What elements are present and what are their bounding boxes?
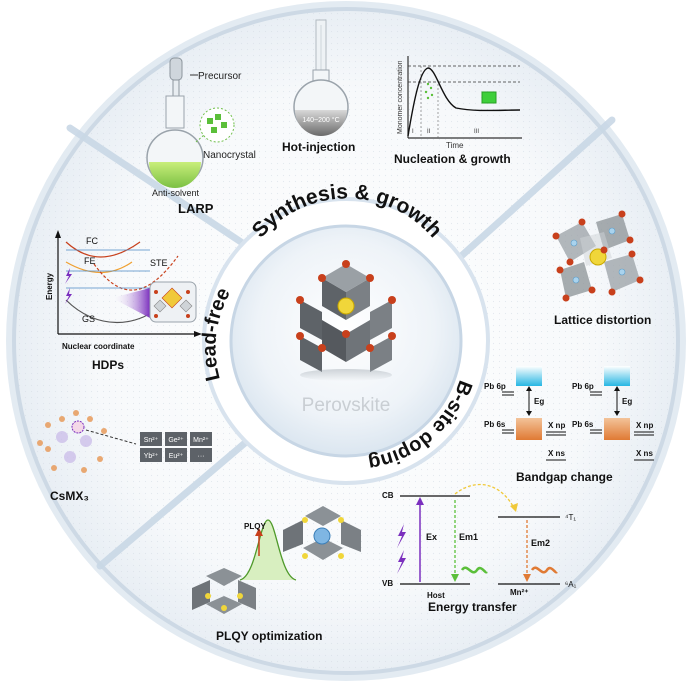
csmx3-panel: Sn²⁺ Ge²⁺ Mn²⁺ Yb²⁺ Eu²⁺ ··· CsMX₃ [37, 410, 212, 503]
ion-cell: Ge²⁺ [168, 437, 184, 444]
nanocrystal-icon [195, 107, 235, 143]
energy-cb: CB [382, 491, 394, 500]
sector-dividers [66, 116, 616, 570]
bandgap-right-vb [604, 418, 630, 440]
hdp-octahedra-icon [149, 281, 197, 323]
energy-mn: Mn²⁺ [510, 588, 528, 597]
lattice-title: Lattice distortion [554, 313, 651, 327]
hdps-title: HDPs [92, 358, 124, 372]
ion-cell: Eu²⁺ [169, 453, 184, 460]
lattice-panel: Lattice distortion [552, 210, 651, 327]
nucleation-stage2: II [427, 129, 431, 135]
ion-cell: Sn²⁺ [144, 437, 159, 444]
nucleation-stage1: I [412, 129, 414, 135]
grown-crystal-icon [481, 91, 497, 104]
hdps-fc: FC [86, 236, 98, 246]
flask-icon [146, 95, 204, 188]
round-flask-icon [293, 69, 349, 136]
lightning-icon [65, 268, 72, 304]
ion-cell: Yb²⁺ [144, 453, 159, 460]
bandgap-left-vb [516, 418, 542, 440]
plqy-crystal-large-icon [283, 506, 361, 560]
nucleation-xlabel: Time [446, 141, 464, 150]
plqy-title: PLQY optimization [216, 629, 322, 643]
ion-grid: Sn²⁺ Ge²⁺ Mn²⁺ Yb²⁺ Eu²⁺ ··· [140, 432, 212, 462]
nucleation-title: Nucleation & growth [394, 152, 511, 166]
larp-precursor-label: Precursor [198, 71, 242, 82]
nucleation-ylabel: Monomer concentration [397, 60, 404, 134]
bandgap-right-xns: X ns [636, 449, 653, 458]
distorted-lattice-icon [552, 210, 644, 302]
bandgap-panel: Pb 6p Pb 6s Eg X np X ns Pb 6p Pb 6s Eg … [484, 366, 654, 484]
hdps-ylabel: Energy [45, 272, 54, 300]
hdps-xlabel: Nuclear coordinate [62, 342, 135, 351]
hdps-fe: FE [84, 256, 96, 266]
hot-injection-title: Hot-injection [282, 140, 355, 154]
larp-antisolvent-label: Anti-solvent [152, 188, 200, 198]
bandgap-left-eg: Eg [534, 397, 544, 406]
hdps-gs: GS [82, 314, 95, 324]
csmx3-lattice-icon [37, 410, 137, 473]
csmx3-title: CsMX₃ [50, 489, 89, 503]
perovskite-crystal-icon [296, 260, 396, 381]
larp-nanocrystal-label: Nanocrystal [203, 150, 256, 161]
bandgap-left-xns: X ns [548, 449, 565, 458]
hot-injection-temperature: 140~200 °C [302, 116, 339, 124]
plqy-panel: PLQY PLQY optimization [192, 506, 361, 643]
bandgap-left-top: Pb 6p [484, 382, 506, 391]
energy-transfer-panel: CB VB Ex Em1 Em2 ⁴T₁ ⁶A₁ Host Mn²⁺ Energ… [382, 484, 577, 614]
hdps-ste: STE [150, 258, 168, 268]
larp-panel: Precursor Nanocrystal Anti-solvent LARP [146, 57, 256, 216]
energy-a1: ⁶A₁ [565, 580, 577, 589]
ion-cell: ··· [198, 453, 205, 460]
bandgap-right-eg: Eg [622, 397, 632, 406]
bandgap-left-cb [516, 366, 542, 386]
bandgap-right-cb [604, 366, 630, 386]
energy-vb: VB [382, 579, 393, 588]
larp-title: LARP [178, 201, 214, 216]
bandgap-title: Bandgap change [516, 470, 613, 484]
nucleation-panel: Monomer concentration Time I II III Nucl… [394, 56, 522, 166]
bandgap-left-xnp: X np [548, 421, 565, 430]
nucleation-stage3: III [474, 129, 479, 135]
energy-em1: Em1 [459, 532, 478, 542]
hdps-panel: FC FE STE GS Energy Nuclear coordinate H… [45, 230, 202, 372]
nuclei-dots [424, 82, 434, 100]
energy-t1: ⁴T₁ [565, 513, 576, 522]
energy-title: Energy transfer [428, 600, 517, 614]
energy-em2: Em2 [531, 538, 550, 548]
ion-cell: Mn²⁺ [193, 437, 209, 444]
energy-ex: Ex [426, 532, 437, 542]
bandgap-left-bottom: Pb 6s [484, 420, 506, 429]
plqy-label: PLQY [244, 522, 266, 531]
bandgap-right-top: Pb 6p [572, 382, 594, 391]
center-label: Perovskite [302, 395, 391, 416]
hot-injection-panel: 140~200 °C Hot-injection [282, 19, 355, 154]
energy-host: Host [427, 591, 445, 600]
lightning-icon [397, 524, 406, 574]
plqy-crystal-small-icon [192, 568, 256, 614]
bandgap-right-xnp: X np [636, 421, 653, 430]
bandgap-right-bottom: Pb 6s [572, 420, 594, 429]
